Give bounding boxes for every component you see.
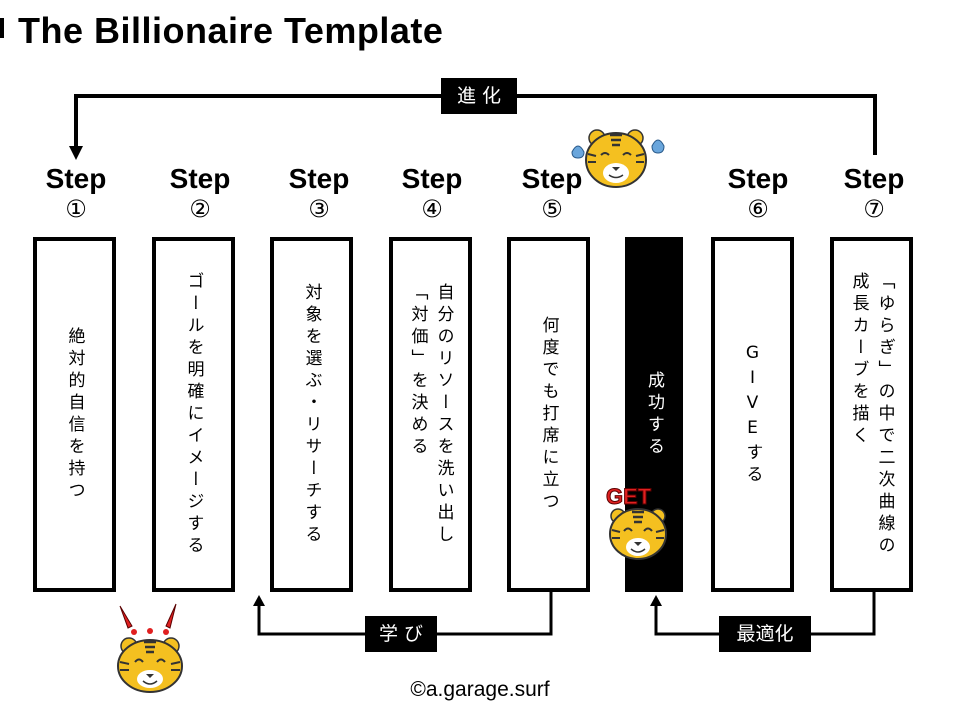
step-5-text: 何度でも打席に立つ — [538, 315, 559, 514]
optimization-arrowhead — [650, 595, 662, 606]
step-2-box: ゴールを明確にイメージする — [152, 237, 235, 592]
step-4-box: 自分のリソースを洗い出し 「対価」を決める — [389, 237, 472, 592]
step-3-text: 対象を選ぶ・リサーチする — [301, 282, 322, 547]
step-7-text: 「ゆらぎ」の中で二次曲線の 成長カーブを描く — [848, 271, 895, 558]
step-6-box: GIVEする — [711, 237, 794, 592]
tiger-exclaim-icon — [117, 603, 183, 693]
get-sticker-text: GET — [606, 484, 652, 509]
copyright: ©a.garage.surf — [410, 678, 550, 701]
step-2-text: ゴールを明確にイメージする — [183, 271, 204, 558]
evolution-arrowhead — [69, 146, 83, 160]
evolution-tag: 進 化 — [441, 78, 517, 114]
step-4-text: 自分のリソースを洗い出し 「対価」を決める — [407, 282, 454, 547]
step-1-box: 絶対的自信を持つ — [33, 237, 116, 592]
edge-mark — [0, 18, 4, 38]
optimization-tag: 最適化 — [719, 616, 811, 652]
step-1-text: 絶対的自信を持つ — [64, 326, 85, 503]
step-7-box: 「ゆらぎ」の中で二次曲線の 成長カーブを描く — [830, 237, 913, 592]
page-title: The Billionaire Template — [18, 10, 444, 51]
tiger-sweat-icon — [571, 129, 665, 188]
tiger-get-icon: GET — [606, 484, 667, 560]
step-3-box: 対象を選ぶ・リサーチする — [270, 237, 353, 592]
step-5-box: 何度でも打席に立つ — [507, 237, 590, 592]
success-text: 成功する — [644, 370, 664, 459]
step-6-text: GIVEする — [742, 342, 763, 487]
learning-tag: 学 び — [365, 616, 437, 652]
learning-arrowhead — [253, 595, 265, 606]
